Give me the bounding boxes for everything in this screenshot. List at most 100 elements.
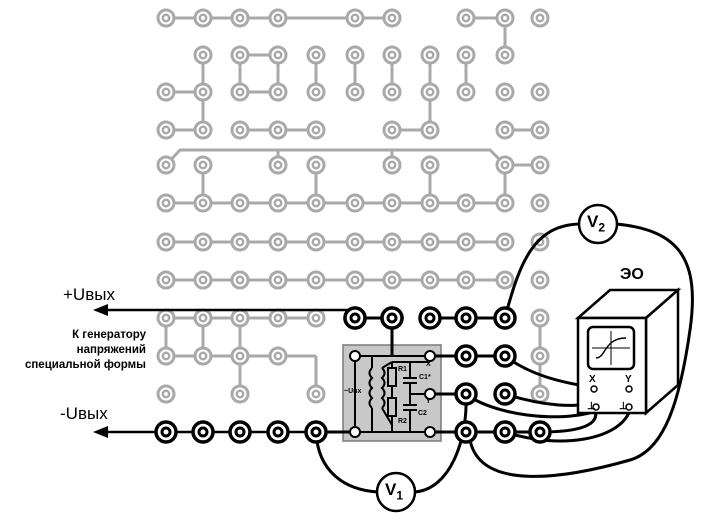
v1-label: V1 — [385, 480, 403, 502]
v2-label: V2 — [587, 212, 605, 234]
socket-r6-c0-inner — [161, 237, 171, 247]
socket-r3-c9-inner — [500, 125, 510, 135]
socket-r3-c6-inner — [387, 125, 397, 135]
socket-r2-c8-inner — [461, 87, 471, 97]
socket-r6-c6-inner — [387, 237, 397, 247]
socket-r8-c1-inner — [198, 313, 208, 323]
socket-r6-c4-inner — [311, 237, 321, 247]
socket-r0-c6-inner — [387, 13, 397, 23]
socket-r5-c5-inner — [350, 198, 360, 208]
v2-label-sub: 2 — [598, 220, 606, 235]
socket-r4-c9-inner — [500, 160, 510, 170]
v1-label-sub: 1 — [396, 488, 404, 503]
socket-r5-c10-inner — [535, 198, 545, 208]
socket-r11-c9-inner — [499, 426, 511, 438]
socket-r8-c7-inner — [424, 312, 436, 324]
active-sockets — [154, 306, 552, 444]
socket-r8-c10-inner — [535, 313, 545, 323]
socket-r0-c1-inner — [198, 13, 208, 23]
socket-r7-c9-inner — [500, 275, 510, 285]
socket-r2-c3-inner — [273, 87, 283, 97]
socket-r9-c2-inner — [235, 351, 245, 361]
minus-uout-label: -Uвых — [60, 404, 108, 423]
socket-r11-c3-inner — [272, 426, 284, 438]
v2-label-main: V — [587, 212, 599, 231]
socket-r2-c4-inner — [311, 87, 321, 97]
module-c2-label: C2 — [418, 410, 427, 417]
socket-r2-c1-inner — [198, 87, 208, 97]
socket-r3-c0-inner — [161, 125, 171, 135]
socket-r7-c8-inner — [461, 275, 471, 285]
socket-r0-c8-inner — [461, 13, 471, 23]
socket-r9-c3-inner — [273, 351, 283, 361]
module-r1-label: R1 — [398, 366, 407, 373]
socket-r9-c9-inner — [499, 350, 511, 362]
socket-r5-c6-inner — [387, 198, 397, 208]
socket-r2-c6-inner — [387, 87, 397, 97]
socket-r7-c4-inner — [311, 275, 321, 285]
socket-r4-c4-inner — [311, 160, 321, 170]
socket-r10-c4-inner — [311, 389, 321, 399]
socket-r9-c8-inner — [460, 350, 472, 362]
socket-r3-c10-inner — [535, 125, 545, 135]
socket-r7-c5-inner — [350, 275, 360, 285]
socket-r10-c9-inner — [499, 388, 511, 400]
socket-r8-c9-inner — [499, 312, 511, 324]
socket-r10-c0-inner — [161, 389, 171, 399]
scope-ground-2-label: ⊥ — [619, 401, 628, 412]
socket-r10-c8-inner — [460, 388, 472, 400]
socket-r5-c0-inner — [161, 198, 171, 208]
voltmeter-v1 — [375, 471, 417, 513]
socket-r0-c3-inner — [273, 13, 283, 23]
module-terminal-1 — [424, 350, 436, 362]
socket-r10-c10-inner — [535, 389, 545, 399]
socket-r3-c1-inner — [198, 125, 208, 135]
inactive-sockets — [156, 8, 550, 404]
module-terminal-0 — [349, 350, 361, 362]
module-top-socket-0-inner — [349, 312, 361, 324]
plus-uout-arrow — [93, 304, 108, 316]
module-terminal-4 — [424, 426, 436, 438]
socket-r4-c1-inner — [198, 160, 208, 170]
socket-r1-c6-inner — [387, 50, 397, 60]
socket-r11-c0-inner — [160, 426, 172, 438]
socket-r3-c4-inner — [311, 125, 321, 135]
scope-y-label: Y — [625, 374, 632, 385]
socket-r3-c2-inner — [235, 125, 245, 135]
socket-r6-c9-inner — [500, 237, 510, 247]
socket-r7-c6-inner — [387, 275, 397, 285]
socket-r8-c2-inner — [235, 313, 245, 323]
socket-r6-c2-inner — [235, 237, 245, 247]
socket-r2-c10-inner — [535, 87, 545, 97]
socket-r1-c5-inner — [350, 50, 360, 60]
socket-r5-c2-inner — [235, 198, 245, 208]
socket-r7-c3-inner — [273, 275, 283, 285]
voltmeter-v2 — [577, 203, 619, 245]
socket-r10-c2-inner — [235, 389, 245, 399]
socket-r5-c3-inner — [273, 198, 283, 208]
socket-r9-c0-inner — [161, 351, 171, 361]
socket-r8-c3-inner — [273, 313, 283, 323]
socket-r5-c9-inner — [500, 198, 510, 208]
socket-r11-c10-inner — [534, 426, 546, 438]
socket-r1-c8-inner — [461, 50, 471, 60]
module-uin-label: ~Uвх — [344, 388, 362, 395]
socket-r4-c3-inner — [273, 160, 283, 170]
socket-r2-c2-inner — [235, 87, 245, 97]
socket-r8-c0-inner — [161, 313, 171, 323]
socket-r3-c7-inner — [425, 125, 435, 135]
socket-r1-c2-inner — [235, 50, 245, 60]
socket-r11-c2-inner — [234, 426, 246, 438]
socket-r5-c8-inner — [461, 198, 471, 208]
socket-r5-c1-inner — [198, 198, 208, 208]
socket-r0-c9-inner — [500, 13, 510, 23]
socket-r6-c3-inner — [273, 237, 283, 247]
socket-r6-c1-inner — [198, 237, 208, 247]
module-terminal-3 — [349, 426, 361, 438]
socket-r1-c4-inner — [311, 50, 321, 60]
socket-r0-c10-inner — [535, 13, 545, 23]
socket-r7-c7-inner — [425, 275, 435, 285]
module-y-label: Y — [426, 398, 431, 405]
